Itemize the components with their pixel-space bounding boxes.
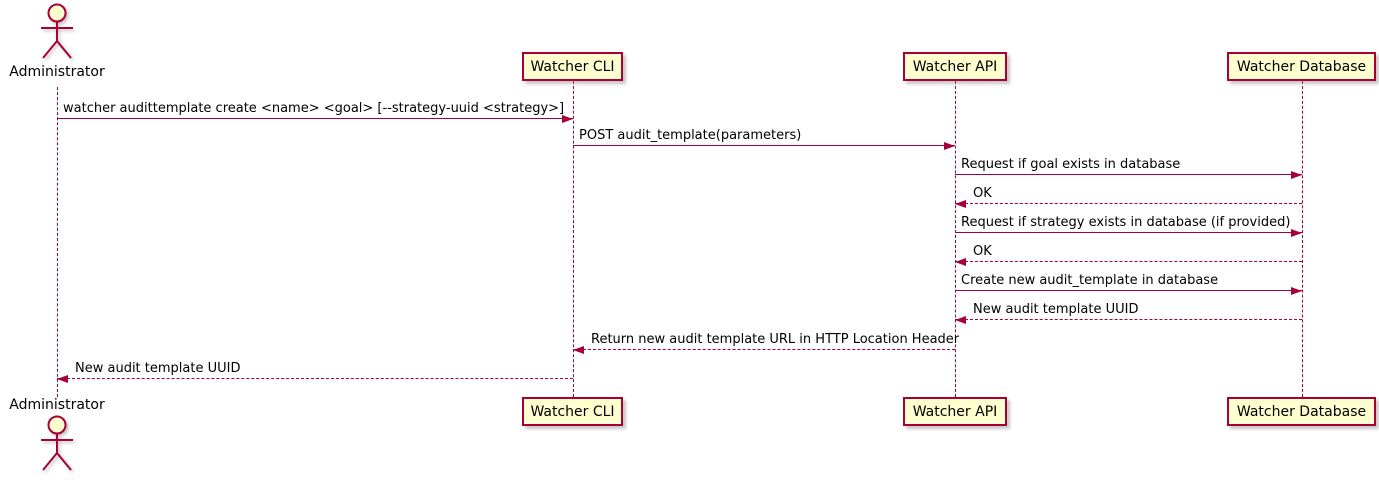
message-line — [955, 232, 1302, 233]
message-10-cli-to-admin: New audit template UUID — [57, 358, 573, 383]
participant-box-watcher-database-top: Watcher Database — [1227, 52, 1376, 81]
arrowhead-icon — [944, 142, 955, 150]
message-7-api-to-db: Create new audit_template in database — [955, 270, 1302, 295]
message-label: New audit template UUID — [75, 361, 241, 376]
arrowhead-icon — [955, 200, 966, 208]
message-5-api-to-db: Request if strategy exists in database (… — [955, 212, 1302, 237]
message-4-db-to-api: OK — [955, 183, 1302, 208]
participant-box-watcher-cli-bottom: Watcher CLI — [522, 397, 623, 426]
message-line — [57, 118, 573, 119]
lifeline-watcher-cli — [573, 81, 574, 397]
message-label: watcher audittemplate create <name> <goa… — [63, 101, 565, 116]
message-line — [573, 145, 955, 146]
arrowhead-icon — [955, 258, 966, 266]
message-label: New audit template UUID — [973, 302, 1139, 317]
message-label: Return new audit template URL in HTTP Lo… — [591, 332, 960, 347]
arrowhead-icon — [562, 115, 573, 123]
arrowhead-icon — [573, 346, 584, 354]
message-label: Create new audit_template in database — [961, 273, 1219, 288]
message-line — [955, 319, 1302, 320]
message-line — [955, 174, 1302, 175]
actor-label: Administrator — [9, 64, 105, 80]
message-label: OK — [973, 186, 992, 201]
message-line — [955, 290, 1302, 291]
arrowhead-icon — [1291, 229, 1302, 237]
lifeline-watcher-database — [1302, 81, 1303, 397]
message-1-admin-to-cli: watcher audittemplate create <name> <goa… — [57, 98, 573, 123]
message-6-db-to-api: OK — [955, 241, 1302, 266]
arrowhead-icon — [57, 375, 68, 383]
arrowhead-icon — [1291, 287, 1302, 295]
actor-administrator-top: Administrator — [9, 2, 105, 84]
participant-box-watcher-api-bottom: Watcher API — [903, 397, 1007, 426]
participant-box-watcher-database-bottom: Watcher Database — [1227, 397, 1376, 426]
lifeline-administrator — [57, 87, 58, 397]
message-line — [955, 203, 1302, 204]
message-label: Request if goal exists in database — [961, 157, 1181, 172]
actor-icon — [41, 415, 73, 471]
message-line — [955, 261, 1302, 262]
actor-administrator-bottom: Administrator — [9, 397, 105, 479]
message-line — [573, 349, 955, 350]
message-9-api-to-cli: Return new audit template URL in HTTP Lo… — [573, 329, 959, 354]
message-2-cli-to-api: POST audit_template(parameters) — [573, 125, 955, 150]
message-8-db-to-api: New audit template UUID — [955, 299, 1302, 324]
message-3-api-to-db: Request if goal exists in database — [955, 154, 1302, 179]
lifeline-watcher-api — [955, 81, 956, 397]
arrowhead-icon — [955, 316, 966, 324]
participant-box-watcher-cli-top: Watcher CLI — [522, 52, 623, 81]
actor-label: Administrator — [9, 397, 105, 413]
message-line — [57, 378, 573, 379]
message-label: POST audit_template(parameters) — [579, 128, 802, 143]
arrowhead-icon — [1291, 171, 1302, 179]
actor-icon — [41, 3, 73, 59]
participant-box-watcher-api-top: Watcher API — [903, 52, 1007, 81]
message-label: OK — [973, 244, 992, 259]
message-label: Request if strategy exists in database (… — [961, 215, 1291, 230]
